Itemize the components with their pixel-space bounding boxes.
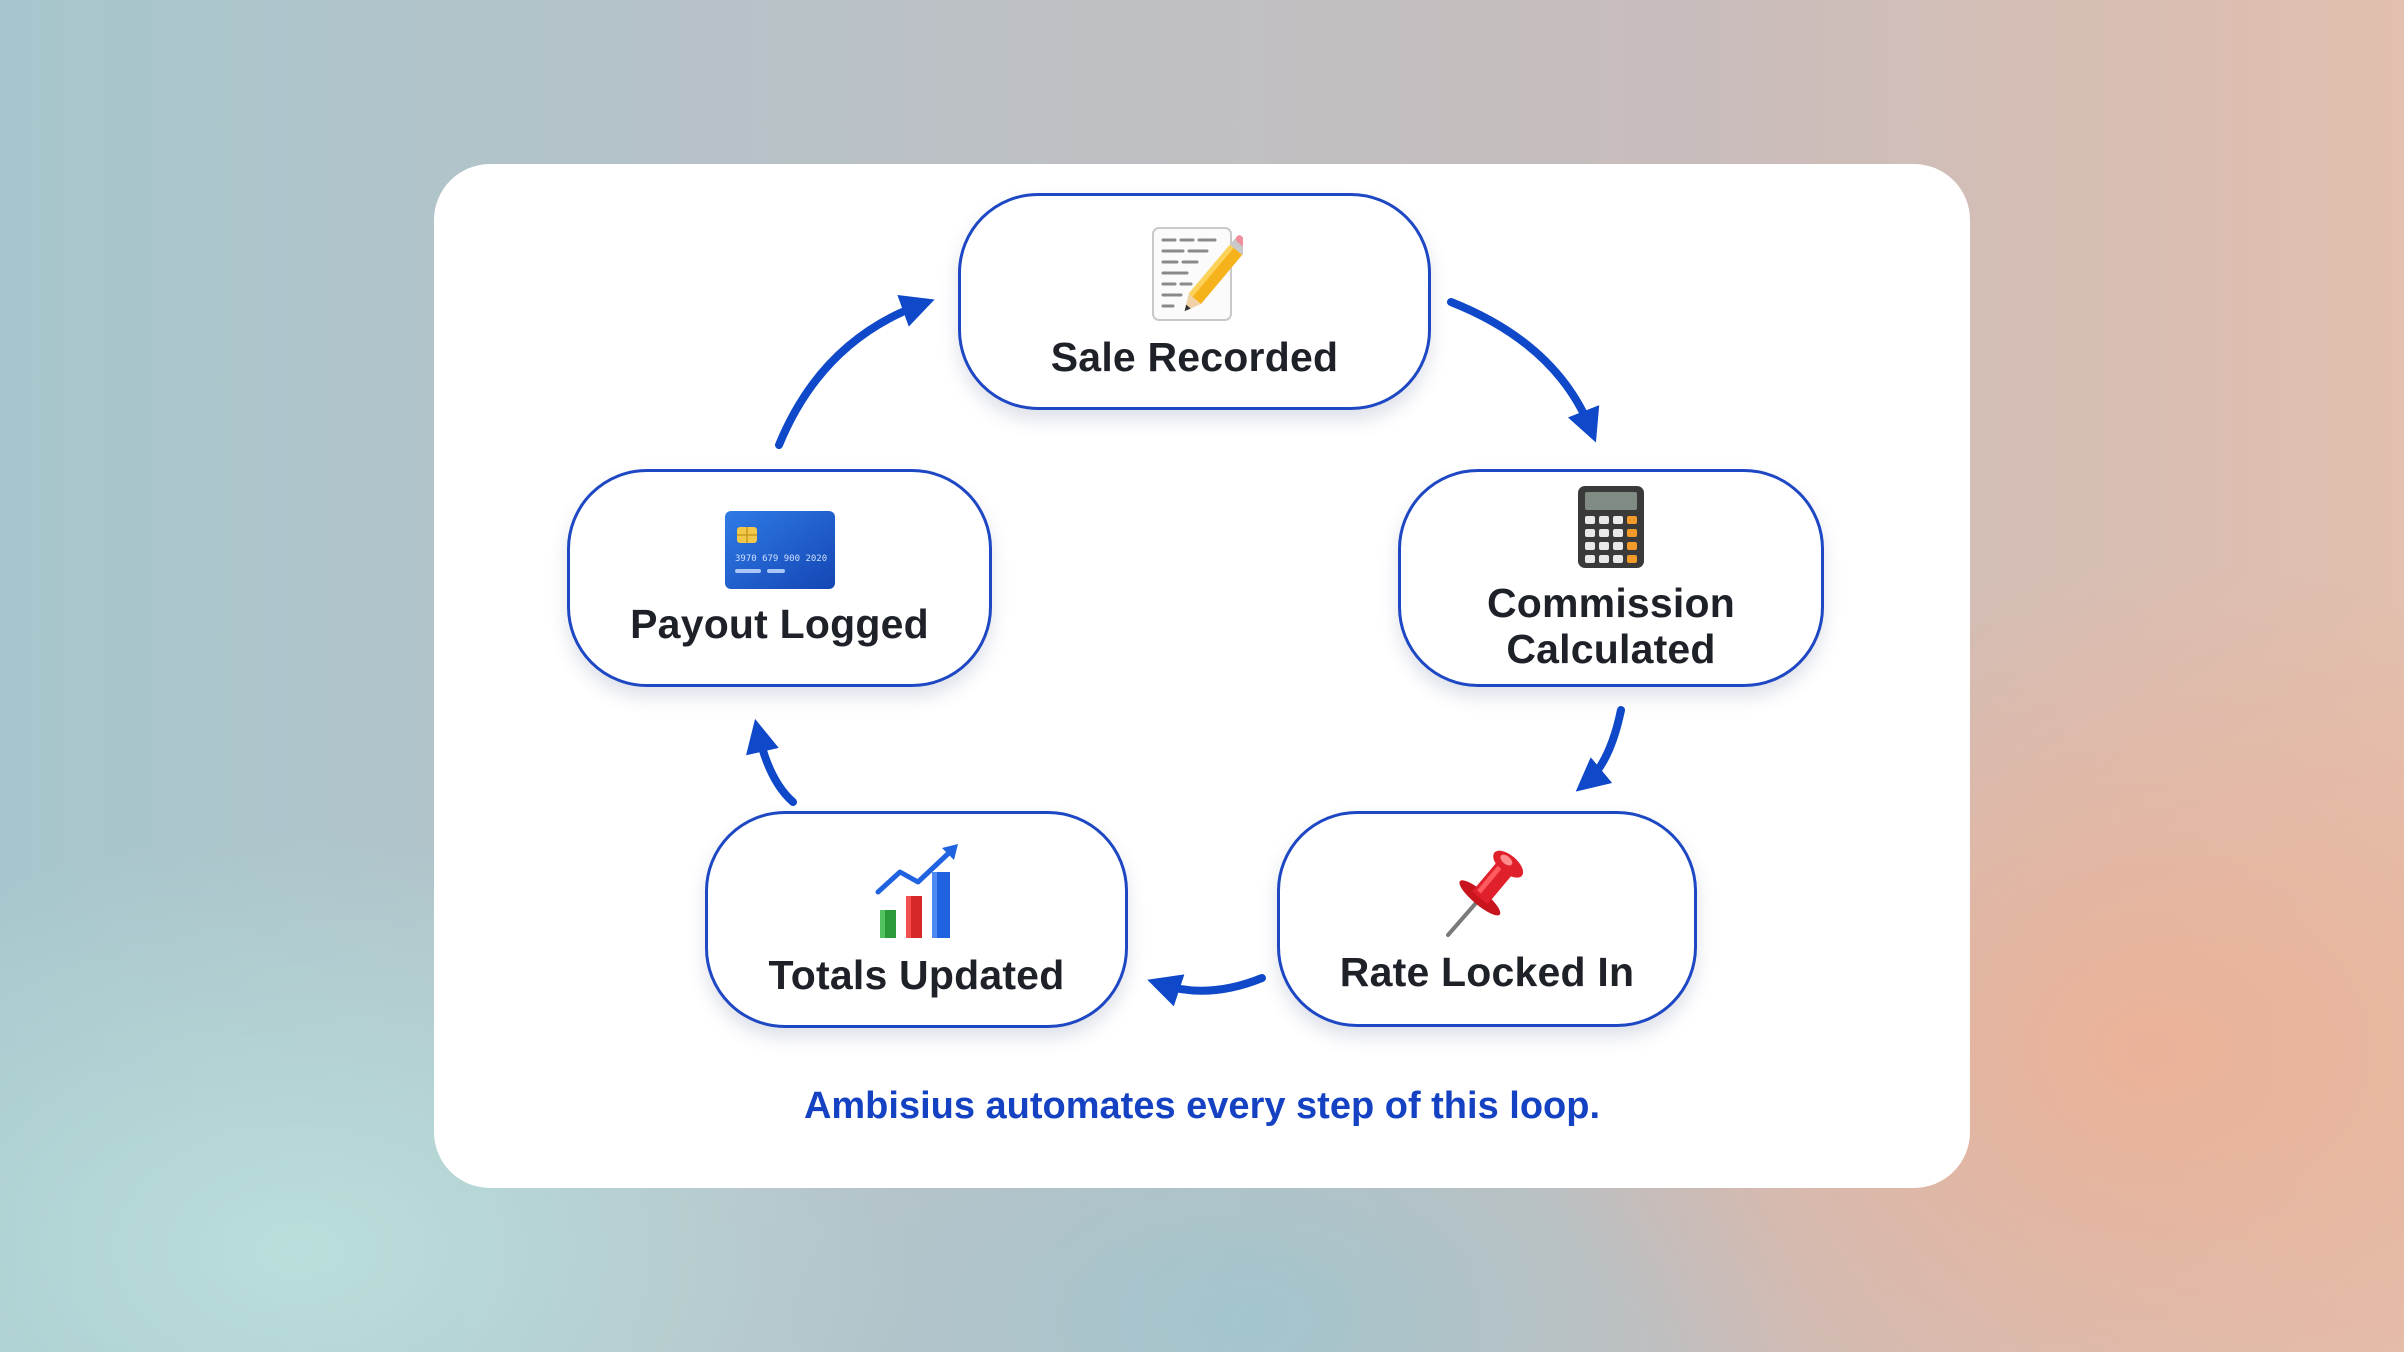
card-number: 3970 679 900 2020 (735, 554, 827, 564)
calculator-icon (1578, 486, 1644, 568)
node-sale-recorded: Sale Recorded (958, 193, 1431, 410)
node-rate-locked-in: Rate Locked In (1277, 811, 1697, 1027)
memo-pencil-icon (1151, 226, 1243, 321)
bar-chart-trend-icon (875, 843, 958, 938)
arrow-payout-to-sale (775, 295, 935, 449)
node-label-commission: Commission Calculated (1486, 580, 1736, 672)
node-label-sale: Sale Recorded (1050, 333, 1339, 380)
node-payout-logged: 3970 679 900 2020 Payout Logged (567, 469, 992, 687)
credit-card-icon: 3970 679 900 2020 (724, 511, 835, 589)
tagline: Ambisius automates every step of this lo… (803, 1085, 1601, 1127)
node-commission-calculated: Commission Calculated (1398, 469, 1824, 687)
pushpin-icon (1446, 850, 1524, 937)
arrow-commission-to-rate (1575, 706, 1625, 792)
node-totals-updated: Totals Updated (705, 811, 1128, 1028)
node-label-totals: Totals Updated (768, 951, 1065, 998)
node-label-payout: Payout Logged (630, 601, 929, 647)
arrow-rate-to-totals (1147, 974, 1266, 1007)
arrow-sale-to-commission (1447, 298, 1600, 443)
node-label-rate: Rate Locked In (1339, 949, 1635, 995)
arrow-totals-to-payout (746, 718, 797, 806)
